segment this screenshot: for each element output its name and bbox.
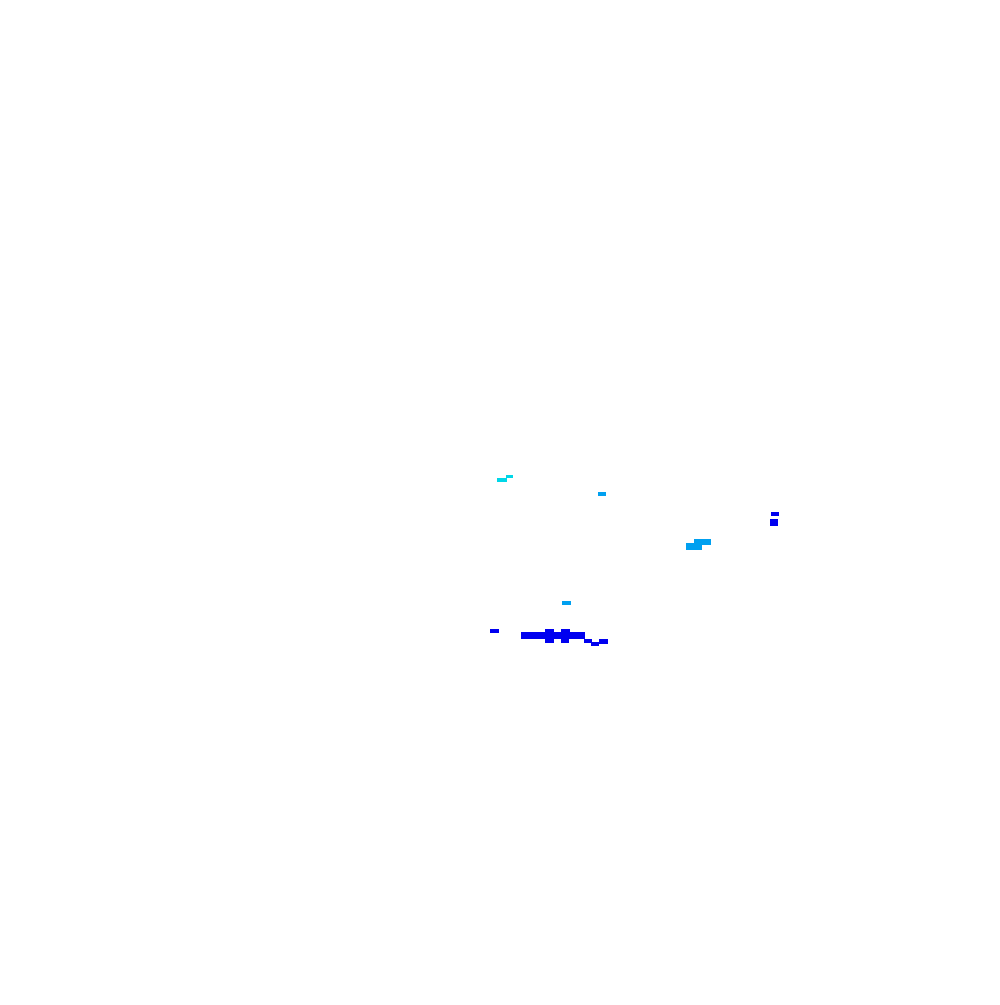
echo-cell: [561, 629, 570, 634]
echo-small-light-blue: [598, 492, 606, 496]
echo-cell: [562, 601, 571, 605]
echo-cell: [770, 519, 778, 526]
echo-cell: [506, 475, 513, 478]
echo-cell: [497, 478, 507, 482]
echo-small-light-blue-2: [562, 601, 571, 605]
echo-cell: [598, 492, 606, 496]
echo-cell: [771, 512, 779, 516]
echo-cell: [694, 539, 711, 545]
echo-cyan-cluster: [497, 475, 513, 482]
echo-blue-band: [490, 629, 608, 646]
echo-cell: [545, 629, 554, 643]
echo-cell: [490, 629, 499, 633]
echo-cell: [591, 642, 599, 646]
echo-cell: [561, 637, 569, 643]
echo-right-blue: [770, 512, 779, 526]
echo-cell: [599, 639, 608, 644]
echo-light-blue-cluster: [686, 539, 711, 550]
echo-cell: [584, 639, 592, 643]
echo-cell: [686, 543, 702, 550]
